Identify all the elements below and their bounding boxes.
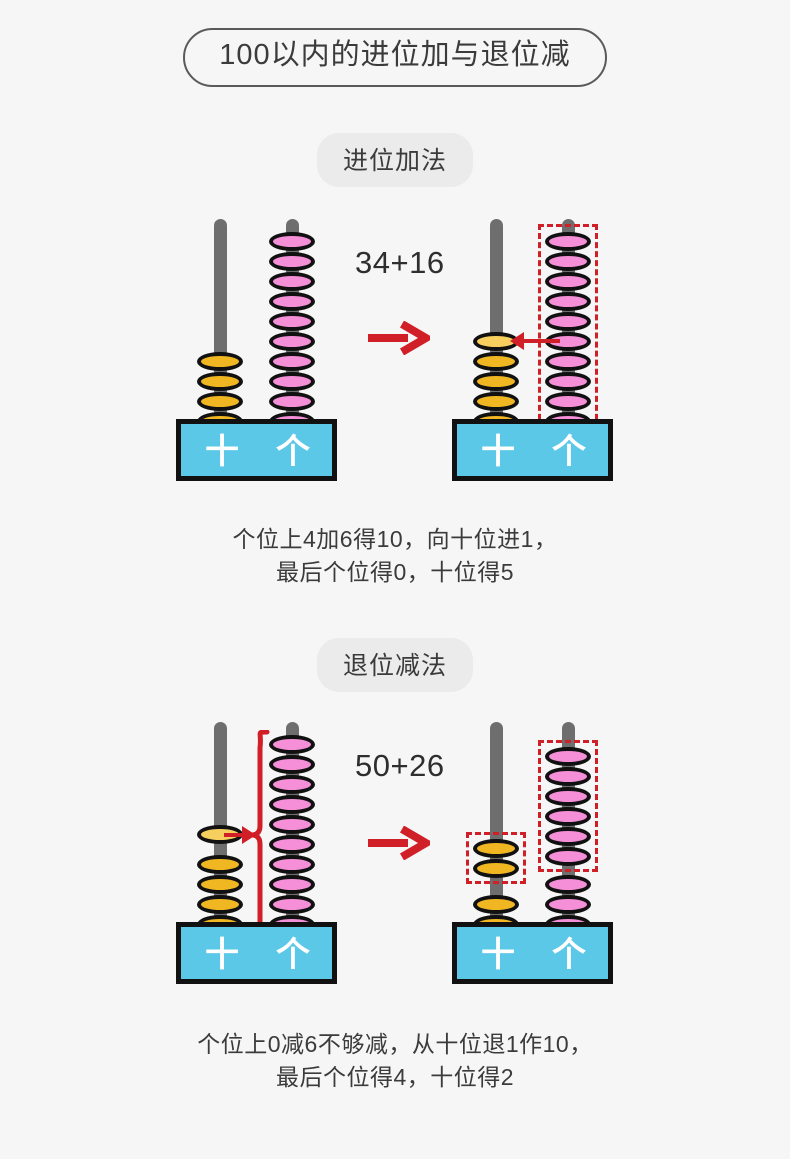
- bead-pink: [269, 774, 315, 794]
- bead-pink: [269, 814, 315, 834]
- bead-gold: [473, 351, 519, 371]
- bead-pink: [269, 754, 315, 774]
- abacus-addition-after: 十 个: [452, 211, 617, 501]
- bead-pink: [269, 271, 315, 291]
- bead-pink: [269, 251, 315, 271]
- section-header-subtraction: 退位减法: [316, 637, 473, 692]
- highlight-box-ones: [538, 739, 598, 872]
- page-title: 100以内的进位加与退位减: [183, 28, 607, 87]
- transition-arrow-icon-addition: [368, 320, 430, 355]
- bead-pink: [545, 271, 591, 291]
- base-label-ones: 个: [276, 432, 310, 471]
- abacus-base: 十 个: [176, 921, 337, 984]
- bead-gold: [473, 838, 519, 858]
- bead-pink: [545, 874, 591, 894]
- caption-addition: 个位上4加6得10，向十位进1， 最后个位得0，十位得5: [0, 523, 790, 590]
- base-label-tens: 十: [205, 935, 239, 974]
- bead-pink: [545, 311, 591, 331]
- section-header-addition: 进位加法: [316, 132, 473, 187]
- bead-pink: [545, 391, 591, 411]
- bead-pink: [545, 291, 591, 311]
- bead-pink: [269, 331, 315, 351]
- caption-subtraction-line2: 最后个位得4，十位得2: [275, 1063, 515, 1090]
- diagram-addition: 34+16 十 个: [0, 211, 790, 511]
- bead-pink: [545, 786, 591, 806]
- abacus-base: 十 个: [452, 921, 613, 984]
- diagram-subtraction: 50+26 十 个: [0, 714, 790, 1014]
- bead-gold: [197, 874, 243, 894]
- highlight-box-tens: [466, 831, 526, 884]
- base-label-tens: 十: [481, 935, 515, 974]
- abacus-subtraction-before: 十 个: [176, 714, 341, 1004]
- bead-pink: [545, 351, 591, 371]
- caption-addition-line2: 最后个位得0，十位得5: [275, 559, 515, 586]
- carry-arrow-line: [524, 338, 560, 343]
- bead-pink: [269, 834, 315, 854]
- bead-pink: [545, 766, 591, 786]
- bead-pink: [269, 794, 315, 814]
- bead-pink: [545, 231, 591, 251]
- transition-arrow-icon-subtraction: [368, 825, 430, 860]
- page-title-container: 100以内的进位加与退位减: [0, 0, 790, 87]
- bead-gold: [197, 391, 243, 411]
- bead-pink: [269, 894, 315, 914]
- caption-addition-line1: 个位上4加6得10，向十位进1，: [232, 525, 558, 552]
- caption-subtraction: 个位上0减6不够减，从十位退1作10， 最后个位得4，十位得2: [0, 1028, 790, 1095]
- bead-pink: [269, 311, 315, 331]
- equation-subtraction: 50+26: [355, 747, 445, 783]
- bead-pink: [269, 291, 315, 311]
- abacus-base: 十 个: [452, 418, 613, 481]
- bead-pink: [269, 854, 315, 874]
- borrow-arrow-line: [224, 832, 246, 837]
- section-header-container-subtraction: 退位减法: [0, 637, 790, 692]
- borrow-arrow-head-icon: [242, 825, 256, 844]
- bead-pink: [545, 846, 591, 866]
- bead-pink: [545, 371, 591, 391]
- carry-arrow-head-icon: [510, 331, 524, 350]
- bead-gold: [197, 371, 243, 391]
- bead-pink: [545, 746, 591, 766]
- abacus-base: 十 个: [176, 418, 337, 481]
- base-label-ones: 个: [552, 432, 586, 471]
- bead-gold: [197, 351, 243, 371]
- highlight-box-ones: [538, 223, 598, 438]
- base-label-tens: 十: [481, 432, 515, 471]
- abacus-addition-before: 十 个: [176, 211, 341, 501]
- bead-gold: [197, 854, 243, 874]
- bead-gold: [473, 391, 519, 411]
- bead-pink: [269, 874, 315, 894]
- abacus-subtraction-after: 十 个: [452, 714, 617, 1004]
- caption-subtraction-line1: 个位上0减6不够减，从十位退1作10，: [197, 1030, 593, 1057]
- section-header-container-addition: 进位加法: [0, 132, 790, 187]
- base-label-tens: 十: [205, 432, 239, 471]
- bead-pink: [269, 351, 315, 371]
- bead-pink: [269, 371, 315, 391]
- bead-gold: [473, 858, 519, 878]
- bead-pink: [545, 806, 591, 826]
- bead-gold: [473, 894, 519, 914]
- bead-pink: [269, 734, 315, 754]
- base-label-ones: 个: [276, 935, 310, 974]
- bead-pink: [545, 251, 591, 271]
- bead-pink: [269, 231, 315, 251]
- bead-pink: [545, 894, 591, 914]
- base-label-ones: 个: [552, 935, 586, 974]
- bead-gold: [473, 371, 519, 391]
- bead-pink: [545, 826, 591, 846]
- bead-gold: [197, 894, 243, 914]
- bead-pink: [269, 391, 315, 411]
- equation-addition: 34+16: [355, 244, 445, 280]
